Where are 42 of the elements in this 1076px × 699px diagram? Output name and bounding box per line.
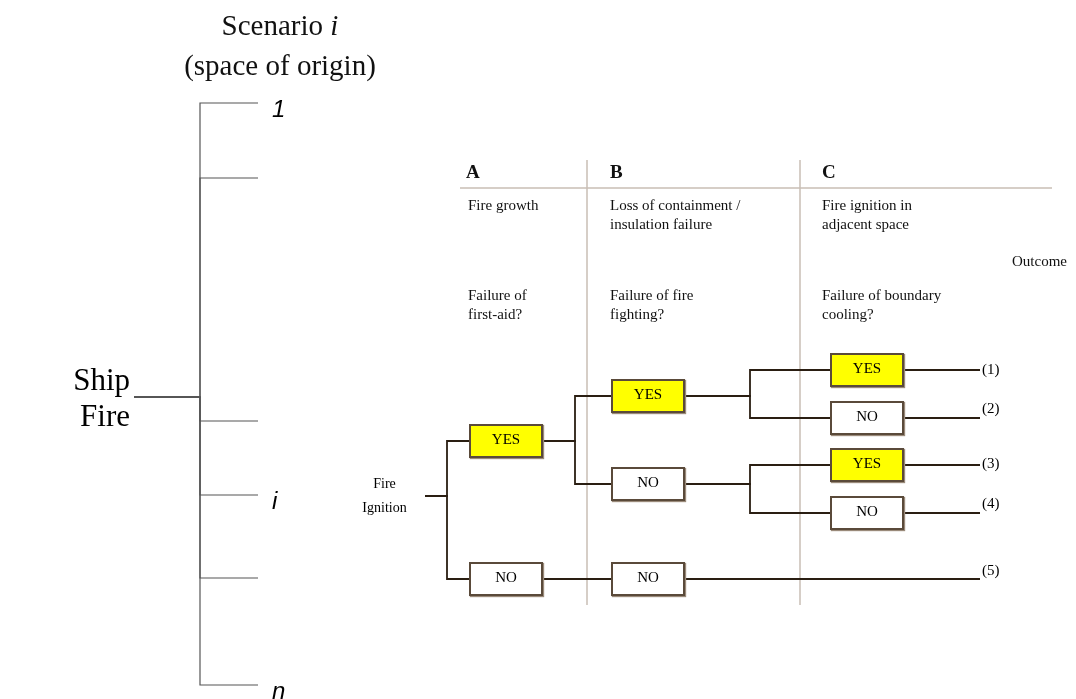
branch-line — [424, 495, 470, 580]
branch-box: NO — [469, 562, 543, 596]
outcome-number: (2) — [980, 397, 1020, 419]
bracket-line — [133, 396, 259, 686]
outcome-number: (1) — [980, 358, 1020, 380]
event-label: Ship Fire — [50, 362, 134, 434]
branch-box: YES — [469, 424, 543, 458]
branch-line — [903, 512, 981, 514]
heading-text: Scenario i — [220, 8, 340, 43]
branch-line — [684, 395, 831, 419]
branch-line — [684, 578, 981, 580]
column-letter: C — [822, 160, 837, 184]
column-text: Fire growth — [468, 196, 540, 215]
column-letter: B — [610, 160, 624, 184]
column-text: Outcome — [1012, 252, 1068, 271]
heading-text: (space of origin) — [183, 48, 377, 83]
branch-box: YES — [611, 379, 685, 413]
branch-line — [542, 440, 612, 485]
outcome-number: (5) — [980, 559, 1020, 581]
branch-box: NO — [611, 562, 685, 596]
outcome-number: (3) — [980, 452, 1020, 474]
branch-box: YES — [830, 353, 904, 387]
column-text: Failure of first-aid? — [468, 286, 528, 324]
branch-box: NO — [830, 401, 904, 435]
branch-box: NO — [830, 496, 904, 530]
scenario-number: i — [258, 486, 288, 516]
column-text: Fire ignition in adjacent space — [822, 196, 913, 234]
scenario-number: n — [258, 676, 288, 699]
branch-line — [903, 464, 981, 466]
event-label: Fire Ignition — [350, 468, 425, 524]
branch-line — [542, 578, 612, 580]
branch-line — [903, 417, 981, 419]
branch-box: YES — [830, 448, 904, 482]
column-text: Failure of boundary cooling? — [822, 286, 943, 324]
column-letter: A — [466, 160, 481, 184]
branch-line — [903, 369, 981, 371]
branch-line — [684, 483, 831, 514]
branch-box: NO — [611, 467, 685, 501]
column-text: Loss of containment / insulation failure — [610, 196, 742, 234]
column-text: Failure of fire fighting? — [610, 286, 695, 324]
outcome-number: (4) — [980, 492, 1020, 514]
scenario-number: 1 — [258, 94, 288, 124]
